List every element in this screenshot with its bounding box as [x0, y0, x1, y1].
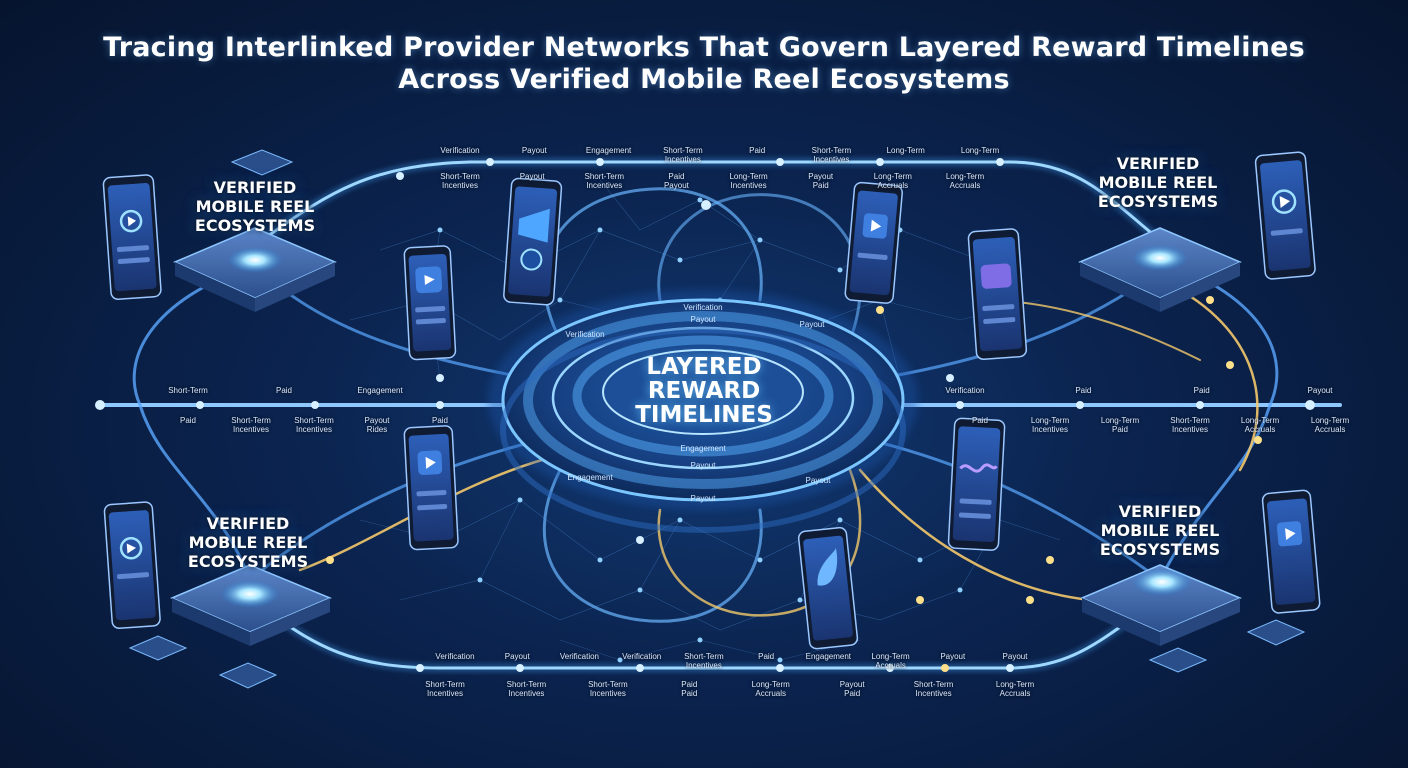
timeline-stage-label: Engagement: [805, 652, 852, 661]
title-line-2: Across Verified Mobile Reel Ecosystems: [398, 64, 1010, 95]
phone-9: [797, 526, 859, 650]
timeline-stage-label: Paid: [1193, 386, 1210, 395]
ring-label: Verification: [565, 330, 605, 339]
chip-top-left: [173, 227, 337, 312]
ring-label: Verification: [683, 303, 723, 312]
chip-bottom-left: [170, 564, 332, 646]
timeline-stage-label: Verification: [440, 146, 480, 155]
timeline-stage-label: Payout: [1002, 652, 1028, 661]
phone-10: [947, 417, 1006, 551]
phone-2: [403, 245, 457, 361]
timeline-stage-label: Paid: [431, 416, 449, 425]
phone-5: [967, 228, 1028, 360]
chip-top-right: [1078, 227, 1242, 312]
ring-label: Payout: [799, 320, 825, 329]
timeline-stage-label: Verification: [622, 652, 662, 661]
timeline-stage-label: Paid: [275, 386, 293, 395]
timeline-stage-label: Payout: [940, 652, 966, 661]
timeline-stage-label: Short-Term: [168, 386, 208, 395]
timeline-stage-label: Engagement: [585, 146, 632, 155]
phone-3: [503, 177, 563, 306]
phones: [102, 151, 1321, 650]
ring-label: Payout: [690, 315, 716, 324]
phone-6: [1254, 151, 1316, 280]
timeline-stage-label: Verification: [559, 652, 600, 661]
timeline-stage-label: Payout: [1307, 386, 1333, 395]
phone-1: [102, 174, 162, 300]
ring-label: Engagement: [567, 473, 613, 482]
timeline-stage-label: Verification: [435, 652, 475, 661]
timeline-stage-label: Paid: [758, 652, 775, 661]
ring-label: Payout: [690, 461, 716, 470]
timeline-stage-label: Long-Term: [960, 146, 1000, 155]
timeline-stage-label: Paid: [179, 416, 197, 425]
timeline-stage-label: Payout: [519, 172, 545, 181]
small-chips: [128, 149, 1306, 689]
phone-8: [103, 501, 161, 629]
timeline-stage-label: Verification: [945, 386, 985, 395]
track-lights: [95, 158, 1315, 672]
timeline-stage-label: Paid: [1075, 386, 1092, 395]
timeline-stage-label: Long-Term: [886, 146, 925, 155]
title-line-1: Tracing Interlinked Provider Networks Th…: [103, 32, 1305, 63]
timeline-stage-label: Paid: [971, 416, 989, 425]
timeline-stage-label: Paid: [749, 146, 766, 155]
timeline-stage-label: Engagement: [357, 386, 403, 395]
ring-label: Engagement: [680, 444, 726, 453]
center-hub-label: LAYERED REWARD TIMELINES: [635, 354, 773, 428]
phone-4: [844, 181, 903, 304]
ring-label: Payout: [690, 494, 716, 503]
chip-bottom-right: [1080, 564, 1242, 646]
phone-11: [1261, 489, 1321, 614]
phone-7: [403, 425, 459, 551]
central-hub: [488, 290, 918, 533]
timeline-stage-label: Payout: [521, 146, 547, 155]
timeline-stage-label: Payout: [504, 652, 530, 661]
ring-label: Payout: [805, 476, 831, 485]
